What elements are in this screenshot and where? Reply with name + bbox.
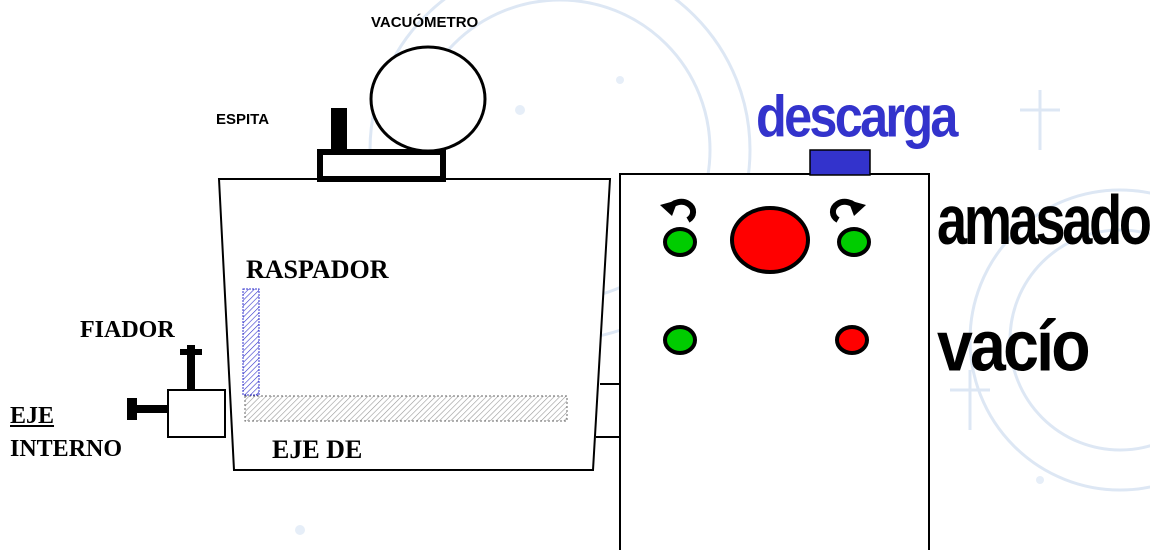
descarga-label: descarga [756,83,958,150]
vacuometro-label: VACUÓMETRO [371,14,479,31]
eje-interno-knob [127,398,137,420]
shaft-housing [167,389,226,438]
eje-de-label: EJE DE [272,435,363,464]
raspador-bar [242,288,260,396]
amasado-right-green-light [837,227,871,257]
amasado-left-green-light [663,227,697,257]
vacuometro-base [317,149,446,182]
rotate-right-arrow-icon [829,198,866,223]
tank-body [217,178,612,471]
espita-valve [331,108,347,153]
espita-label: ESPITA [216,111,270,128]
amasado-label: amasado [937,181,1150,259]
raspador-label: RASPADOR [246,255,389,284]
descarga-button [809,149,871,176]
eje-de-bar [244,395,568,422]
rotate-left-arrow-icon [660,198,697,223]
vacio-red-light [835,325,869,355]
eje-interno-handle [135,405,168,413]
fiador-latch-stem [187,345,195,390]
vacio-label: vacío [937,306,1091,386]
main-red-light [730,206,810,274]
vacuometro-gauge [369,45,487,153]
vacio-green-light [663,325,697,355]
fiador-latch-top [180,349,202,355]
eje-interno-label-line1: EJE [10,403,55,429]
eje-interno-label-line2: INTERNO [10,436,123,462]
fiador-label: FIADOR [80,317,175,343]
